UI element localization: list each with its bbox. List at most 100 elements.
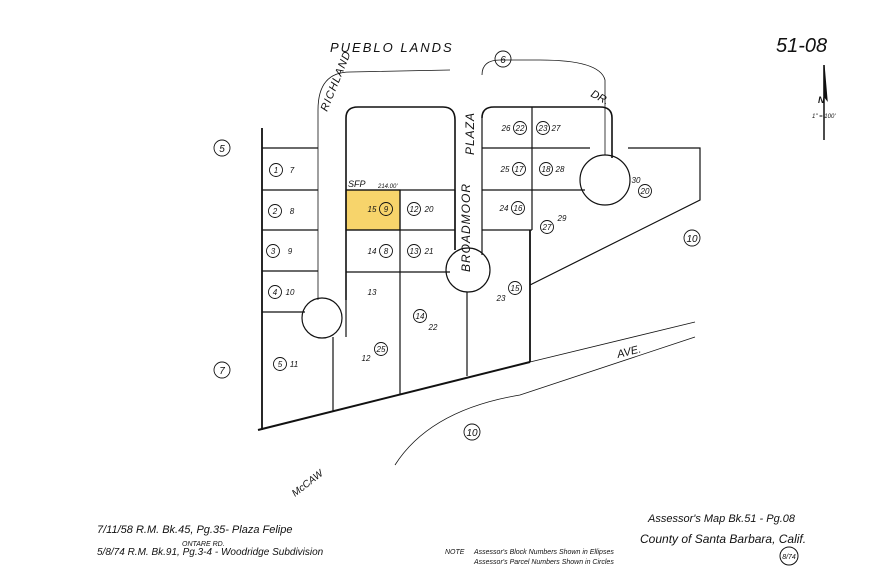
- block-number: 7: [219, 366, 225, 377]
- lot-number: 8: [290, 207, 295, 216]
- parcel-9[interactable]: 9 15: [368, 202, 393, 216]
- parcel-number-circle: [413, 309, 427, 323]
- lot-number: 30: [632, 176, 641, 185]
- north-arrow-icon: N: [818, 95, 825, 105]
- block-10: 10: [463, 423, 481, 441]
- block-7: 7: [213, 361, 231, 379]
- lot-number: 9: [288, 247, 293, 256]
- street-dr: DR.: [589, 88, 611, 107]
- parcel-number-circle: [379, 244, 393, 258]
- block-ellipse: [463, 423, 481, 441]
- parcel-5[interactable]: 5 11: [273, 357, 299, 371]
- parcel-number-circle: [512, 162, 526, 176]
- lot-number: 12: [362, 354, 371, 363]
- block-ellipse: [494, 50, 512, 68]
- parcel-number: 8: [384, 247, 389, 256]
- lot-number: 13: [368, 288, 377, 297]
- parcel-number: 15: [511, 284, 520, 293]
- note-line-2: Assessor's Parcel Numbers Shown in Circl…: [474, 559, 614, 566]
- revision-stamp: 8/74: [779, 546, 799, 566]
- parcel-number: 3: [271, 247, 276, 256]
- reference-line-1: 7/11/58 R.M. Bk.45, Pg.35- Plaza Felipe: [97, 524, 293, 536]
- parcel-27[interactable]: 27 29: [540, 214, 567, 234]
- lot-number: 10: [286, 288, 295, 297]
- street-richland: RICHLAND: [319, 49, 354, 113]
- lot-number: 7: [290, 166, 295, 175]
- parcel-number: 23: [538, 124, 548, 133]
- parcel-number-circle: [273, 357, 287, 371]
- lot-number: 23: [496, 294, 506, 303]
- note-label: NOTE: [445, 549, 465, 556]
- parcel-number-circle: [379, 202, 393, 216]
- parcel-22[interactable]: 22 26: [501, 121, 527, 135]
- parcel-number-circle: [269, 163, 283, 177]
- dimension-label: 214.00': [377, 184, 398, 190]
- block-ellipse: [213, 361, 231, 379]
- lot-number: 15: [368, 205, 377, 214]
- lot-number: 25: [500, 165, 510, 174]
- parcel-number: 25: [376, 345, 386, 354]
- parcel-number: 4: [273, 288, 278, 297]
- parcel-number: 20: [640, 187, 650, 196]
- revision-date: 8/74: [782, 554, 796, 561]
- parcel-number: 16: [514, 204, 523, 213]
- parcel-number-circle: [540, 220, 554, 234]
- lot-number: 11: [290, 360, 298, 369]
- lot-number: 20: [424, 205, 434, 214]
- reference-line-2: 5/8/74 R.M. Bk.91, Pg.3-4 - Woodridge Su…: [97, 547, 324, 558]
- lot-number: 29: [557, 214, 567, 223]
- block-6: 6: [494, 50, 512, 68]
- parcel-number: 18: [542, 165, 551, 174]
- parcel-number-circle: [539, 162, 553, 176]
- parcel-number: 22: [515, 124, 525, 133]
- block-ellipse: [683, 229, 701, 247]
- block-10: 10: [683, 229, 701, 247]
- title-line-1: Assessor's Map Bk.51 - Pg.08: [648, 513, 795, 525]
- street-broadmoor: BROADMOOR: [459, 183, 473, 272]
- parcel-number: 5: [278, 360, 283, 369]
- parcel-number-circle: [536, 121, 550, 135]
- street-plaza: PLAZA: [463, 112, 477, 155]
- parcel-number-circle: [511, 201, 525, 215]
- scale-label: 1" = 100': [812, 114, 836, 120]
- map-number: 51-08: [776, 35, 827, 57]
- parcel-4[interactable]: 4 10: [268, 285, 295, 299]
- parcel-number-circle: [513, 121, 527, 135]
- block-5: 5: [213, 139, 231, 157]
- street-ave: AVE.: [615, 343, 643, 361]
- parcel-number-circle: [268, 204, 282, 218]
- parcel-lot-13[interactable]: 13: [368, 288, 377, 297]
- parcel-number-circle: [508, 281, 522, 295]
- lot-number: 26: [501, 124, 511, 133]
- lot-number: 22: [428, 323, 438, 332]
- parcel-number: 14: [416, 312, 425, 321]
- lot-number: 24: [499, 204, 509, 213]
- sfp-label: SFP: [348, 179, 366, 189]
- parcel-25[interactable]: 25 12: [362, 342, 388, 364]
- parcel-number: 27: [542, 223, 552, 232]
- lot-number: 21: [424, 247, 434, 256]
- parcel-number-circle: [266, 244, 280, 258]
- parcel-number: 17: [515, 165, 524, 174]
- parcel-8[interactable]: 814: [368, 244, 393, 258]
- parcel-number: 9: [384, 205, 389, 214]
- block-labels: 5 6 7 10 10: [213, 50, 701, 441]
- note-line-1: Assessor's Block Numbers Shown in Ellips…: [474, 549, 614, 556]
- parcel-number-circle: [374, 342, 388, 356]
- parcel-number-circle: [638, 184, 652, 198]
- lot-number: 27: [551, 124, 561, 133]
